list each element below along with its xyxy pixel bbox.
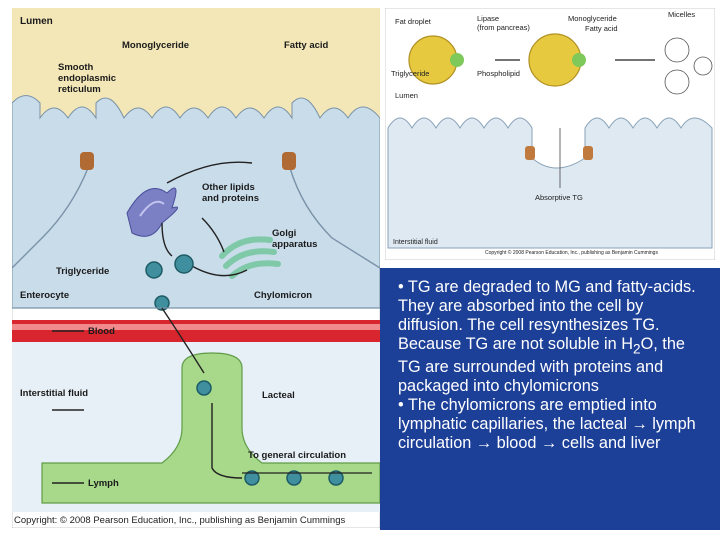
lipase-enzyme	[450, 53, 464, 67]
label-lumen: Lumen	[20, 16, 53, 27]
tight-junction-right	[282, 152, 296, 170]
right-junction-left	[525, 146, 535, 160]
intestinal-absorption-diagram: Lumen Monoglyceride Fatty acid Smooth en…	[12, 8, 380, 528]
p2-text-d: cells and liver	[557, 434, 661, 453]
r-label-micelles: Micelles	[668, 10, 695, 19]
tight-junction-left	[80, 152, 94, 170]
smooth-er	[126, 187, 179, 237]
label-monoglyceride: Monoglyceride	[122, 40, 189, 51]
label-chylomicron: Chylomicron	[254, 290, 312, 301]
p1-text-a: • TG are degraded to MG and fatty-acids.…	[398, 278, 696, 353]
r-label-absorptive-tg: Absorptive TG	[535, 193, 583, 202]
p2-text-a: • The chylomicrons are emptied into lymp…	[398, 396, 657, 434]
label-lacteal: Lacteal	[262, 390, 295, 401]
arrow-icon: →	[631, 415, 648, 434]
lacteal-vessel	[41, 352, 380, 504]
cell-boundary-right	[289, 167, 380, 269]
arrow-to-golgi	[201, 217, 225, 253]
golgi-apparatus	[219, 236, 281, 279]
r-label-monoglyceride: Monoglyceride	[568, 14, 617, 23]
label-general-circulation: To general circulation	[248, 450, 346, 461]
r-label-triglyceride: Triglyceride	[391, 69, 429, 78]
copyright-left: Copyright: © 2008 Pearson Education, Inc…	[14, 515, 346, 526]
chylomicron-lymph-2	[286, 470, 302, 486]
p2-text-c: blood	[492, 434, 541, 453]
chylomicron-1	[145, 261, 163, 279]
chylomicron-lymph-3	[328, 470, 344, 486]
label-interstitial-fluid: Interstitial fluid	[20, 388, 88, 399]
r-label-lipase-1: Lipase	[477, 14, 499, 23]
cell-boundary-left	[12, 167, 89, 269]
r-label-interstitial-fluid: Interstitial fluid	[393, 239, 438, 246]
explanation-panel: • TG are degraded to MG and fatty-acids.…	[380, 268, 720, 530]
p2-text-b: lymph circulation	[398, 415, 696, 453]
arrow-er-to-tg	[161, 222, 173, 257]
label-fatty-acid: Fatty acid	[284, 40, 329, 51]
arrow-icon: →	[475, 434, 493, 453]
enterocyte-cells	[12, 95, 380, 309]
label-enterocyte: Enterocyte	[20, 290, 69, 301]
chylomicron-lymph-1	[244, 470, 260, 486]
arrow-into-lacteal	[161, 307, 205, 374]
chylomicron-2	[174, 254, 194, 274]
arrow-golgi-to-chylomicron	[191, 265, 248, 277]
r-label-lumen: Lumen	[395, 91, 418, 100]
chylomicron-3	[154, 295, 170, 311]
label-lymph: Lymph	[88, 478, 119, 489]
right-junction-right	[583, 146, 593, 160]
r-label-lipase-2: (from pancreas)	[477, 23, 530, 32]
label-ser-3: reticulum	[58, 84, 101, 95]
lipase-enzyme-2	[572, 53, 586, 67]
lipid-digestion-diagram: Fat droplet Lipase (from pancreas) Monog…	[385, 8, 715, 260]
arrow-to-er	[166, 161, 253, 184]
label-golgi-1: Golgi	[272, 228, 296, 239]
paragraph-1: • TG are degraded to MG and fatty-acids.…	[398, 278, 710, 396]
r-label-phospholipid: Phospholipid	[477, 69, 520, 78]
label-other-lipids-2: and proteins	[202, 193, 259, 204]
label-golgi-2: apparatus	[272, 239, 317, 250]
micelles	[664, 37, 713, 95]
label-ser-2: endoplasmic	[58, 73, 116, 84]
paragraph-2: • The chylomicrons are emptied into lymp…	[398, 396, 710, 453]
arrow-lacteal-down	[211, 403, 243, 479]
label-other-lipids-1: Other lipids	[202, 182, 255, 193]
label-triglyceride: Triglyceride	[56, 266, 109, 277]
chylomicron-lacteal	[196, 380, 212, 396]
blood-vessel-highlight	[12, 324, 380, 330]
p1-subscript: 2	[633, 341, 641, 357]
r-label-fat-droplet: Fat droplet	[395, 17, 432, 26]
p1-text-b: O, the TG are surrounded with proteins a…	[398, 335, 685, 396]
label-blood: Blood	[88, 326, 115, 337]
arrow-icon: →	[541, 434, 558, 453]
r-label-fatty-acid: Fatty acid	[585, 24, 618, 33]
r-copyright: Copyright © 2008 Pearson Education, Inc.…	[485, 249, 658, 256]
label-ser-1: Smooth	[58, 62, 94, 73]
